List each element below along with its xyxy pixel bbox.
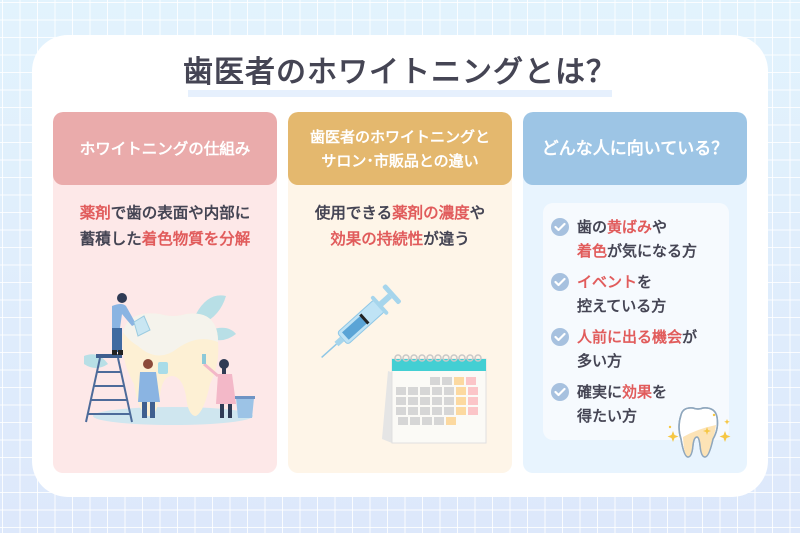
check-circle-icon — [551, 273, 569, 291]
page-title: 歯医者のホワイトニングとは？ — [183, 55, 617, 90]
check-circle-icon — [551, 218, 569, 236]
text-segment: 蓄積した — [79, 230, 142, 248]
dental-workers-illustration — [84, 293, 255, 425]
column-mechanism: ホワイトニングの仕組み 薬剤で歯の表面や内部に 蓄積した着色物質を分解 — [53, 112, 277, 473]
highlight-text: 人前に出る機会 — [577, 328, 683, 346]
text-segment: 多い方 — [577, 352, 623, 370]
header-line: 歯医者のホワイトニングと — [309, 127, 490, 146]
text-segment: を — [652, 383, 668, 401]
highlight-text: 効果 — [622, 383, 653, 401]
syringe-icon — [321, 284, 401, 359]
checklist-item: 歯の黄ばみや 着色が気になる方 — [551, 215, 697, 263]
column-description: 薬剤で歯の表面や内部に 蓄積した着色物質を分解 — [53, 200, 277, 252]
title-underline — [188, 90, 612, 97]
text-segment: 使用できる — [314, 204, 393, 222]
description-line: 薬剤で歯の表面や内部に — [53, 200, 277, 226]
check-circle-icon — [551, 383, 569, 401]
checklist-item: 確実に効果を 得たい方 — [551, 380, 667, 428]
text-segment: が違う — [423, 230, 470, 248]
text-segment: を — [637, 273, 653, 291]
text-segment: や — [469, 204, 486, 222]
text-segment: が — [682, 328, 698, 346]
highlight-text: 薬剤の濃度 — [392, 204, 470, 222]
description-line: 使用できる薬剤の濃度や — [288, 200, 512, 226]
text-segment: 得たい方 — [577, 407, 638, 425]
column-header: どんな人に向いている？ — [523, 112, 747, 185]
column-differences: 歯医者のホワイトニングと サロン･市販品との違い 使用できる薬剤の濃度や 効果の… — [288, 112, 512, 473]
checklist-item: イベントを 控えている方 — [551, 270, 666, 318]
sparkling-tooth-icon — [667, 407, 731, 458]
highlight-text: 着色 — [577, 242, 608, 260]
column-header: ホワイトニングの仕組み — [53, 112, 277, 185]
checklist-item-text: 確実に効果を 得たい方 — [577, 380, 667, 428]
highlight-text: イベント — [577, 273, 638, 291]
checklist-item-text: 人前に出る機会が 多い方 — [577, 325, 697, 373]
text-segment: が気になる方 — [607, 242, 698, 260]
description-line: 蓄積した着色物質を分解 — [53, 226, 277, 252]
highlight-text: 薬剤 — [79, 204, 111, 222]
text-segment: で歯の表面や内部に — [110, 204, 251, 222]
column-suitable-for: どんな人に向いている？ 歯の黄ばみや 着色が気になる方 イベントを 控えている方… — [523, 112, 747, 473]
text-segment: 確実に — [577, 383, 623, 401]
calendar-icon — [382, 354, 487, 444]
column-header: 歯医者のホワイトニングと サロン･市販品との違い — [288, 112, 512, 185]
header-line: サロン･市販品との違い — [321, 151, 479, 170]
description-line: 効果の持続性が違う — [288, 226, 512, 252]
checklist-item-text: イベントを 控えている方 — [577, 270, 666, 318]
check-circle-icon — [551, 328, 569, 346]
checklist: 歯の黄ばみや 着色が気になる方 イベントを 控えている方 人前に出る機会が 多い… — [543, 203, 729, 440]
text-segment: 控えている方 — [577, 297, 667, 315]
checklist-item-text: 歯の黄ばみや 着色が気になる方 — [577, 215, 697, 263]
highlight-text: 黄ばみ — [607, 218, 653, 236]
column-description: 使用できる薬剤の濃度や 効果の持続性が違う — [288, 200, 512, 252]
checklist-item: 人前に出る機会が 多い方 — [551, 325, 697, 373]
highlight-text: 着色物質を分解 — [141, 230, 251, 248]
text-segment: 歯の — [577, 218, 608, 236]
highlight-text: 効果の持続性 — [330, 230, 424, 248]
text-segment: や — [652, 218, 668, 236]
